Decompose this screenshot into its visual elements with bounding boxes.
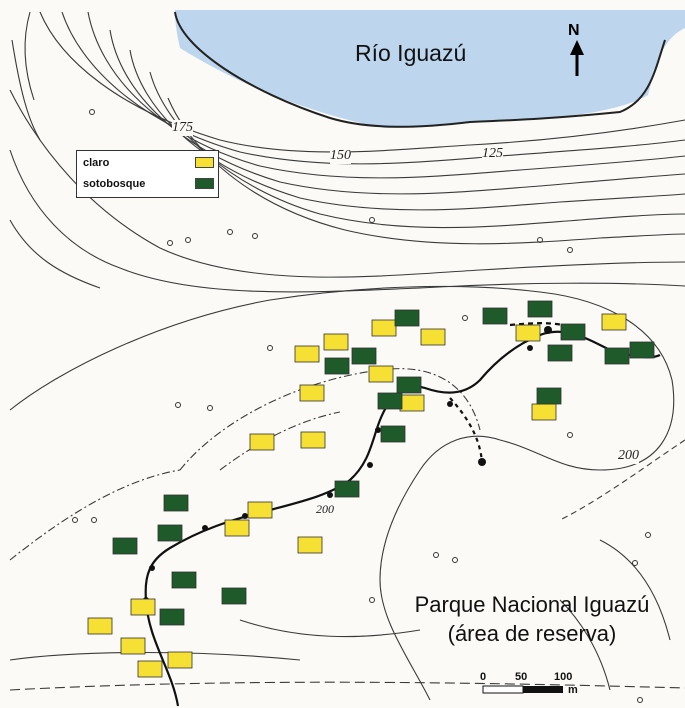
plot-sotobosque-11: [536, 387, 562, 405]
plot-sotobosque-18: [221, 587, 247, 605]
plot-sotobosque-16: [112, 537, 138, 555]
contour-label-125: 125: [482, 146, 503, 162]
contour-label-175: 175: [172, 120, 193, 136]
trail-markers: [143, 326, 552, 603]
north-label: N: [568, 22, 580, 39]
plot-claro-10: [300, 431, 326, 449]
plot-claro-11: [249, 433, 275, 451]
plot-claro-14: [297, 536, 323, 554]
plot-sotobosque-5: [604, 347, 630, 365]
plot-claro-9: [531, 403, 557, 421]
plot-claro-18: [167, 651, 193, 669]
plot-sotobosque-0: [394, 309, 420, 327]
legend-label-sotobosque: sotobosque: [83, 178, 146, 190]
plot-claro-12: [247, 501, 273, 519]
scale-label-100: 100: [554, 671, 573, 683]
plot-sotobosque-8: [324, 357, 350, 375]
plot-sotobosque-17: [171, 571, 197, 589]
plot-sotobosque-1: [482, 307, 508, 325]
plot-sotobosque-12: [380, 425, 406, 443]
scale-bar: [482, 685, 563, 694]
plot-sotobosque-9: [396, 376, 422, 394]
survey-points: [72, 109, 651, 703]
plot-sotobosque-6: [629, 341, 655, 359]
legend: claro sotobosque: [76, 150, 219, 198]
plot-claro-0: [371, 319, 397, 337]
plot-claro-15: [130, 598, 156, 616]
river-water: [175, 10, 685, 128]
plot-claro-17: [120, 637, 146, 655]
plot-claro-19: [137, 660, 163, 678]
plot-sotobosque-3: [560, 323, 586, 341]
park-label-line1: Parque Nacional Iguazú: [414, 592, 650, 617]
plot-claro-1: [420, 328, 446, 346]
plot-claro-8: [399, 394, 425, 412]
plot-sotobosque-14: [163, 494, 189, 512]
park-label: Parque Nacional Iguazú (área de reserva): [398, 590, 666, 648]
north-arrow: [570, 40, 584, 76]
plot-sotobosque-15: [157, 524, 183, 542]
scale-label-0: 0: [480, 671, 487, 683]
river-label: Río Iguazú: [355, 40, 467, 66]
plot-claro-5: [294, 345, 320, 363]
contour-label-150: 150: [330, 148, 351, 164]
plot-claro-6: [368, 365, 394, 383]
plot-claro-3: [601, 313, 627, 331]
scale-unit: m: [568, 684, 578, 696]
legend-label-claro: claro: [83, 157, 110, 169]
plot-claro-2: [515, 324, 541, 342]
legend-swatch-sotobosque: [195, 178, 214, 189]
legend-swatch-claro: [195, 157, 214, 168]
contour-lines: [9, 11, 685, 701]
plot-claro-7: [299, 384, 325, 402]
plots-layer: [87, 300, 655, 678]
plot-sotobosque-13: [334, 480, 360, 498]
plot-sotobosque-2: [527, 300, 553, 318]
plot-sotobosque-4: [547, 344, 573, 362]
contour-label-200-west: 200: [316, 502, 334, 517]
riverbank: [174, 11, 666, 128]
plot-sotobosque-10: [377, 392, 403, 410]
plot-sotobosque-19: [159, 608, 185, 626]
contour-label-200-east: 200: [618, 448, 639, 464]
plot-sotobosque-7: [351, 347, 377, 365]
plot-claro-13: [224, 519, 250, 537]
park-label-line2: (área de reserva): [447, 621, 617, 646]
plot-claro-16: [87, 617, 113, 635]
plot-claro-4: [323, 333, 349, 351]
scale-label-50: 50: [515, 671, 528, 683]
